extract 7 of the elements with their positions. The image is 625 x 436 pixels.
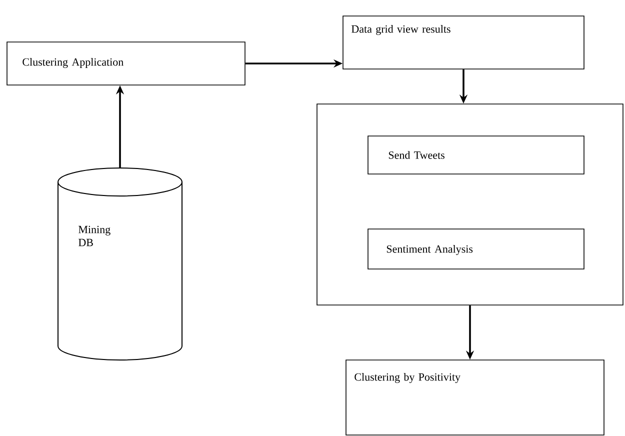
process-box: Sentiment Analysis	[368, 228, 584, 270]
process-box	[316, 104, 624, 306]
database-cylinder: Mining DB	[58, 168, 182, 360]
process-box: Send Tweets	[368, 136, 584, 174]
process-box: Data grid view results	[342, 16, 584, 70]
process-box: Clustering Application	[6, 42, 246, 86]
process-box: Clustering by Positivity	[346, 360, 604, 436]
